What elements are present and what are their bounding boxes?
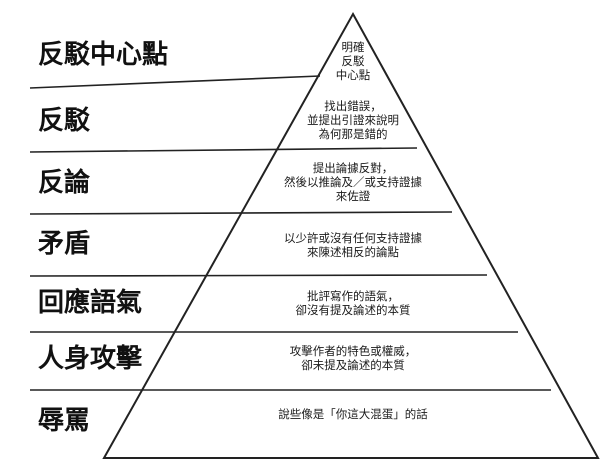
description-line: 卻沒有提及論述的本質 [295, 303, 411, 317]
description-line: 中心點 [335, 68, 371, 82]
level-description: 攻擊作者的特色或權威， 卻未提及論述的本質 [268, 344, 438, 372]
tier-divider [29, 75, 321, 89]
level-description: 說些像是「你這大混蛋」的話 [253, 407, 453, 421]
description-line: 並提出引證來說明 [307, 113, 399, 127]
level-label-ad-hominem: 人身攻擊 [38, 344, 143, 374]
description-line: 找出錯誤， [324, 99, 382, 113]
level-description: 明確 反駁 中心點 [323, 40, 383, 82]
level-description: 提出論據反對， 然後以推論及／或支持證據 來佐證 [256, 161, 450, 203]
level-description: 以少許或沒有任何支持證據 來陳述相反的論點 [258, 231, 448, 259]
description-line: 批評寫作的語氣， [307, 289, 399, 303]
description-line: 來陳述相反的論點 [307, 245, 399, 259]
description-line: 以少許或沒有任何支持證據 [284, 231, 422, 245]
description-line: 反駁 [341, 54, 365, 68]
tier-divider [29, 274, 488, 277]
tier-divider [29, 211, 453, 215]
level-label-refute-central-point: 反駁中心點 [38, 40, 169, 70]
description-line: 來佐證 [335, 189, 371, 203]
pyramid-outline [102, 11, 600, 459]
level-label-refutation: 反駁 [38, 106, 91, 136]
level-label-name-calling: 辱罵 [38, 406, 91, 436]
description-line: 提出論據反對， [312, 161, 394, 175]
description-line: 然後以推論及／或支持證據 [284, 175, 422, 189]
tier-divider [29, 147, 418, 153]
description-line: 明確 [341, 40, 365, 54]
level-label-responding-to-tone: 回應語氣 [38, 288, 143, 318]
level-label-contradiction: 矛盾 [38, 229, 91, 259]
level-description: 找出錯誤， 並提出引證來說明 為何那是錯的 [283, 99, 423, 141]
level-label-counterargument: 反論 [38, 168, 91, 198]
description-line: 攻擊作者的特色或權威， [289, 344, 417, 358]
description-line: 卻未提及論述的本質 [301, 358, 405, 372]
description-line: 說些像是「你這大混蛋」的話 [278, 407, 428, 421]
description-line: 為何那是錯的 [318, 127, 388, 141]
level-description: 批評寫作的語氣， 卻沒有提及論述的本質 [278, 289, 428, 317]
